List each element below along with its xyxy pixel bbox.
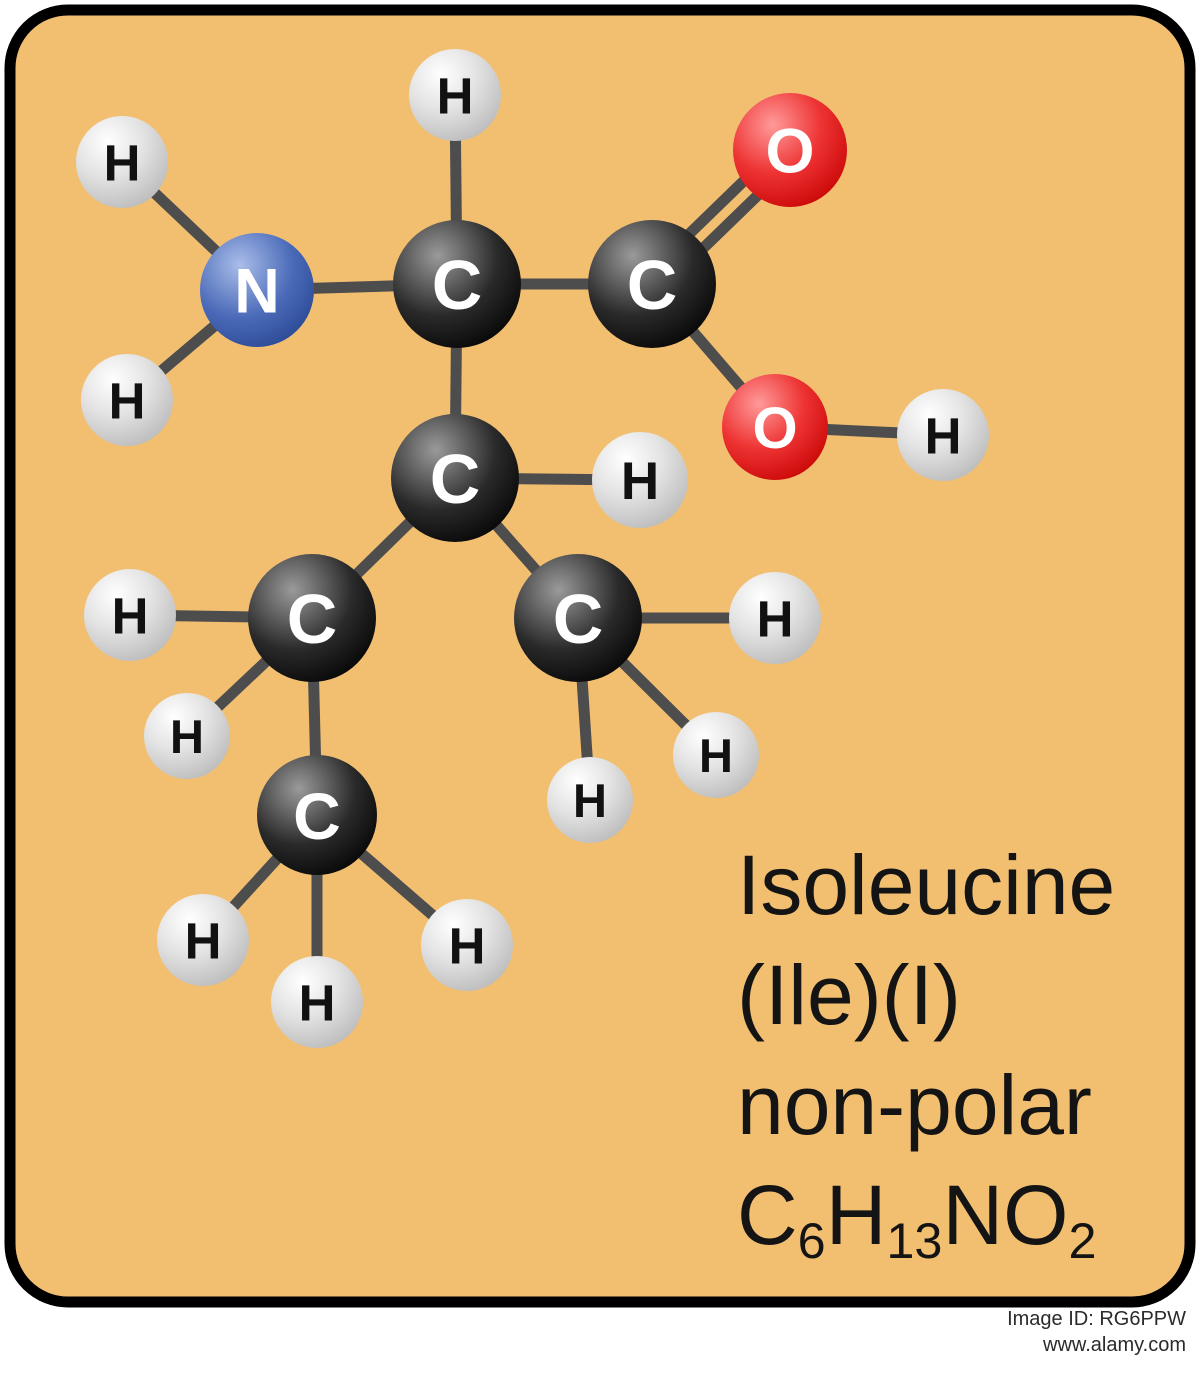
atom-ball-H — [144, 693, 230, 779]
atom-ball-H — [157, 894, 249, 986]
atom-ball-N — [200, 233, 314, 347]
atom-ball-C — [588, 220, 716, 348]
atom-H: H — [409, 49, 501, 141]
atom-H: H — [271, 956, 363, 1048]
atom-label: H — [437, 67, 474, 124]
atom-label: O — [765, 117, 814, 187]
atom-H: H — [729, 572, 821, 664]
atom-label: H — [925, 407, 962, 464]
atom-ball-H — [409, 49, 501, 141]
atom-ball-C — [257, 755, 377, 875]
atom-ball-H — [897, 389, 989, 481]
atom-label: N — [234, 257, 280, 327]
atom-ball-C — [391, 414, 519, 542]
molecule-name: Isoleucine — [737, 838, 1116, 932]
atom-label: H — [699, 729, 733, 782]
molecule-info: Isoleucine (Ile)(I) non-polar C6H13NO2 — [737, 830, 1115, 1296]
molecule-formula: C6H13NO2 — [737, 1160, 1115, 1296]
atom-ball-H — [421, 899, 513, 991]
atom-ball-H — [76, 116, 168, 208]
atom-C: C — [391, 414, 519, 542]
atom-label: H — [449, 917, 486, 974]
atom-H: H — [673, 712, 759, 798]
atom-H: H — [81, 354, 173, 446]
atom-H: H — [144, 693, 230, 779]
atom-H: H — [421, 899, 513, 991]
atom-ball-C — [514, 554, 642, 682]
atom-N: N — [200, 233, 314, 347]
watermark: Image ID: RG6PPW www.alamy.com — [1007, 1306, 1186, 1358]
atom-label: C — [553, 580, 604, 658]
atom-ball-H — [81, 354, 173, 446]
atom-ball-C — [248, 554, 376, 682]
atom-label: H — [112, 587, 149, 644]
atom-C: C — [257, 755, 377, 875]
atom-ball-O — [722, 374, 828, 480]
atom-label: H — [621, 452, 659, 511]
atom-H: H — [76, 116, 168, 208]
atom-label: C — [293, 779, 341, 853]
atom-H: H — [84, 569, 176, 661]
formula-subscript: 6 — [797, 1212, 826, 1270]
molecule-abbrev: (Ile)(I) — [737, 948, 961, 1042]
atom-H: H — [157, 894, 249, 986]
atom-ball-H — [271, 956, 363, 1048]
atom-ball-H — [729, 572, 821, 664]
atom-ball-C — [393, 220, 521, 348]
atom-label: O — [752, 396, 797, 461]
atom-H: H — [897, 389, 989, 481]
atom-H: H — [592, 432, 688, 528]
atom-ball-H — [592, 432, 688, 528]
atom-label: H — [299, 974, 336, 1031]
atom-label: C — [627, 246, 678, 324]
atom-ball-H — [84, 569, 176, 661]
atom-ball-H — [673, 712, 759, 798]
formula-text: C — [737, 1168, 798, 1262]
molecule-polarity: non-polar — [737, 1058, 1092, 1152]
formula-text: NO — [942, 1168, 1069, 1262]
atom-ball-H — [547, 757, 633, 843]
atom-C: C — [248, 554, 376, 682]
atom-label: H — [170, 710, 204, 763]
watermark-image-id: Image ID: RG6PPW — [1007, 1308, 1186, 1330]
atom-H: H — [547, 757, 633, 843]
atom-label: H — [104, 134, 141, 191]
watermark-site: www.alamy.com — [1043, 1334, 1186, 1356]
atom-O: O — [733, 93, 847, 207]
atom-label: C — [432, 246, 483, 324]
atom-C: C — [588, 220, 716, 348]
atom-C: C — [393, 220, 521, 348]
formula-text: H — [825, 1168, 887, 1262]
formula-subscript: 13 — [886, 1212, 943, 1270]
atom-label: C — [287, 580, 338, 658]
atom-ball-O — [733, 93, 847, 207]
atom-label: H — [573, 774, 607, 827]
atom-label: C — [430, 440, 481, 518]
atom-label: H — [757, 590, 794, 647]
formula-subscript: 2 — [1068, 1212, 1097, 1270]
atom-label: H — [185, 912, 222, 969]
atom-label: H — [109, 372, 146, 429]
atom-C: C — [514, 554, 642, 682]
atom-O: O — [722, 374, 828, 480]
